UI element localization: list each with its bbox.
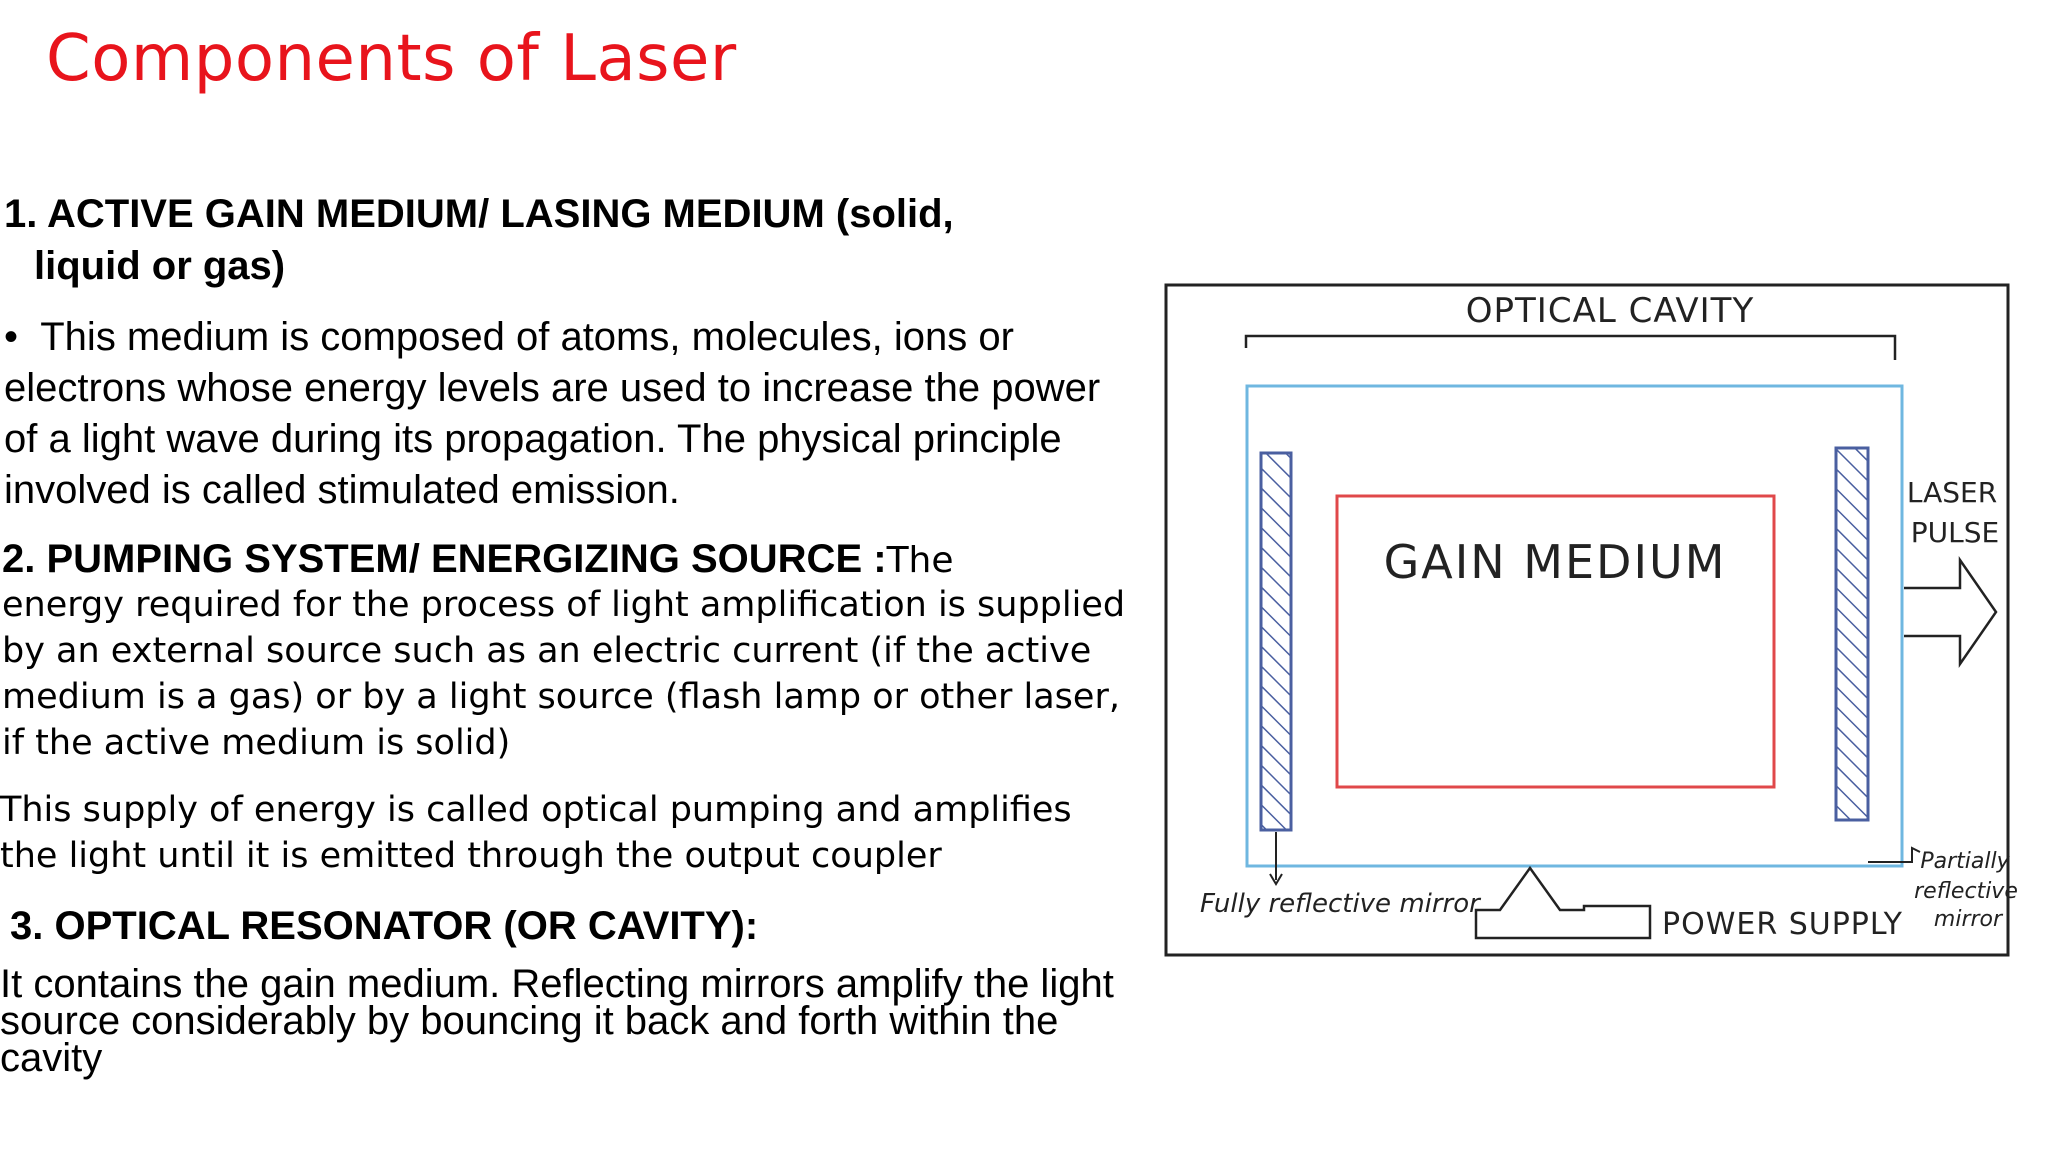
partially-line2: reflective <box>1914 879 2018 904</box>
text-column: 1. ACTIVE GAIN MEDIUM/ LASING MEDIUM (so… <box>0 188 1132 1080</box>
partially-reflective-mirror <box>1834 446 1870 822</box>
section2-lead: The <box>886 540 954 581</box>
cavity-bracket <box>1244 334 1897 360</box>
section1-bullet-text: This medium is composed of atoms, molecu… <box>4 315 1101 512</box>
partially-line3: mirror <box>1934 907 2004 932</box>
gain-medium <box>1335 494 1776 789</box>
laser-pulse-arrow <box>1904 555 1998 669</box>
section1-bullet: • This medium is composed of atoms, mole… <box>4 312 1124 516</box>
optical-cavity-label: OPTICAL CAVITY <box>1466 291 1754 331</box>
optical-cavity <box>1245 384 1904 868</box>
section2-heading-text: 2. PUMPING SYSTEM/ ENERGIZING SOURCE : <box>2 537 887 581</box>
section3-heading: 3. OPTICAL RESONATOR (OR CAVITY): <box>10 904 759 948</box>
fully-reflective-label: Fully reflective mirror <box>1200 889 1482 919</box>
section1-heading: 1. ACTIVE GAIN MEDIUM/ LASING MEDIUM (so… <box>4 188 1104 292</box>
laser-pulse-line1: LASER <box>1907 476 1997 509</box>
diagram-frame <box>1164 283 2010 957</box>
bullet-marker: • <box>4 315 19 359</box>
partial-mirror-pointer <box>1868 846 1921 863</box>
fully-mirror-pointer-head <box>1269 873 1283 886</box>
section2-text2: This supply of energy is called optical … <box>0 790 1072 876</box>
partially-line1: Partially <box>1920 849 2010 874</box>
fully-reflective-mirror <box>1259 451 1293 832</box>
section1-heading-line1: 1. ACTIVE GAIN MEDIUM/ LASING MEDIUM (so… <box>4 192 954 236</box>
gain-medium-label: GAIN MEDIUM <box>1384 535 1727 589</box>
laser-pulse-line2: PULSE <box>1911 516 1999 549</box>
section1-heading-line2: liquid or gas) <box>34 244 286 288</box>
slide-title: Components of Laser <box>46 22 737 96</box>
section3-text: It contains the gain medium. Reflecting … <box>0 962 1114 1080</box>
section2-text: energy required for the process of light… <box>2 585 1126 763</box>
section2-heading: 2. PUMPING SYSTEM/ ENERGIZING SOURCE :Th… <box>2 533 1132 587</box>
power-supply-label: POWER SUPPLY <box>1662 907 1903 942</box>
power-supply-arrow <box>1474 865 1652 940</box>
